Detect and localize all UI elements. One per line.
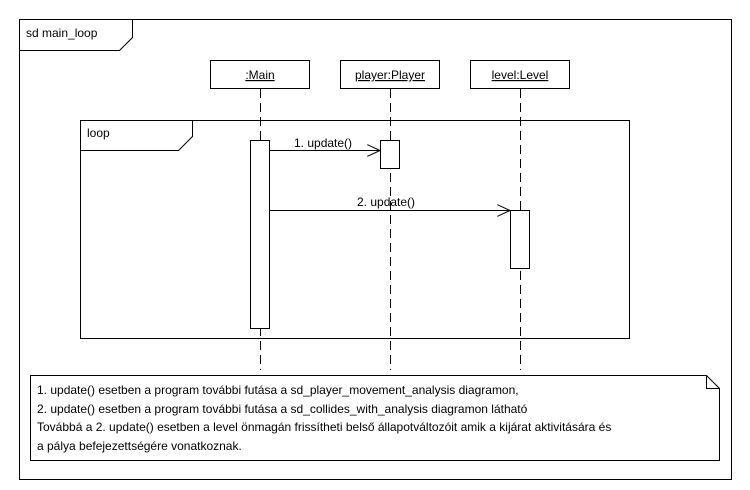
note: 1. update() esetben a program további fu… [30, 375, 720, 461]
note-line-4: a pálya befejezettségére vonatkoznak. [37, 439, 242, 453]
message-1-label: 1. update() [294, 136, 352, 150]
activation-player[interactable] [380, 140, 400, 169]
activation-main[interactable] [250, 140, 270, 329]
lifeline-level: level:Level [470, 60, 570, 370]
lifeline-head-level[interactable] [470, 60, 570, 89]
lifeline-label-main: :Main [245, 68, 274, 82]
lifeline-head-main[interactable] [210, 60, 310, 89]
note-line-3: Továbbá a 2. update() esetben a level ön… [37, 420, 611, 434]
message-1: 1. update() [270, 136, 380, 151]
message-2: 2. update() [270, 195, 510, 211]
note-line-1: 1. update() esetben a program további fu… [37, 383, 519, 397]
frame-title: sd main_loop [26, 26, 98, 40]
message-2-label: 2. update() [357, 195, 415, 209]
lifeline-player: player:Player [340, 60, 440, 370]
loop-fragment: loop [80, 120, 630, 339]
lifeline-label-player: player:Player [355, 68, 425, 82]
note-line-2: 2. update() esetben a program további fu… [37, 402, 528, 416]
loop-operator-label: loop [87, 126, 110, 140]
lifeline-label-level: level:Level [492, 68, 549, 82]
activation-level[interactable] [510, 210, 530, 269]
lifeline-head-player[interactable] [340, 60, 440, 89]
